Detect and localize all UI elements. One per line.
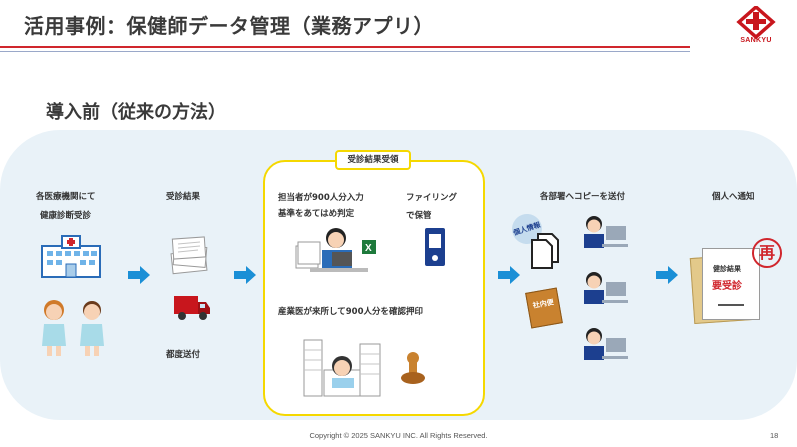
arrow-right-icon xyxy=(498,266,520,284)
hospital-icon xyxy=(41,235,101,278)
page-number: 18 xyxy=(770,431,779,440)
internal-mail-envelope: 社内便 xyxy=(525,287,563,329)
delivery-truck-icon xyxy=(174,296,210,320)
step2-sub-label: 都度送付 xyxy=(166,350,201,360)
step2-label: 受診結果 xyxy=(166,192,201,202)
step1-label-line1: 各医療機関にて xyxy=(36,192,96,202)
svg-text:X: X xyxy=(365,243,372,254)
employee-at-desk-icon xyxy=(584,272,628,304)
patient-girl-icon xyxy=(42,300,66,356)
task-filing-line1: ファイリング xyxy=(406,193,458,203)
task-input-line2: 基準をあてはめ判定 xyxy=(278,209,355,219)
employee-at-desk-icon xyxy=(584,216,628,248)
seal-stamp-icon xyxy=(401,352,425,384)
arrow-right-icon xyxy=(234,266,256,284)
sankyu-logo-icon xyxy=(736,6,776,40)
arrow-right-icon xyxy=(656,266,678,284)
title-underline xyxy=(0,46,690,48)
doctor-overwhelmed-icon xyxy=(303,339,381,397)
copyright-text: Copyright © 2025 SANKYU INC. All Rights … xyxy=(309,431,488,440)
arrow-right-icon xyxy=(128,266,150,284)
re-exam-stamp: 再 xyxy=(752,238,782,268)
worker-at-computer-icon: X xyxy=(295,228,376,272)
divider-line xyxy=(718,304,744,306)
task-filing-line2: で保管 xyxy=(406,211,432,221)
employee-at-desk-icon xyxy=(584,328,628,360)
checkup-result-sheet xyxy=(702,248,760,320)
copy-documents-icon xyxy=(531,233,559,269)
title-underline-secondary xyxy=(0,51,690,52)
page-title: 活用事例：保健師データ管理（業務アプリ） xyxy=(24,14,434,38)
section-title: 導入前（従来の方法） xyxy=(46,102,226,123)
received-results-tab: 受診結果受領 xyxy=(335,150,411,170)
step1-label-line2: 健康診断受診 xyxy=(40,211,92,221)
step4-label: 各部署へコピーを送付 xyxy=(540,192,626,202)
checkup-result-title: 健診結果 xyxy=(713,265,741,273)
checkup-result-status: 要受診 xyxy=(712,281,742,292)
logo-wordmark: SANKYU xyxy=(740,37,772,44)
filing-binder-icon xyxy=(425,228,445,266)
task-doctor-stamp: 産業医が来所して900人分を確認押印 xyxy=(278,307,423,317)
task-input-line1: 担当者が900人分入力 xyxy=(278,193,364,203)
document-stack-icon xyxy=(170,236,208,275)
patient-boy-icon xyxy=(80,301,104,356)
step5-label: 個人へ通知 xyxy=(712,192,755,202)
